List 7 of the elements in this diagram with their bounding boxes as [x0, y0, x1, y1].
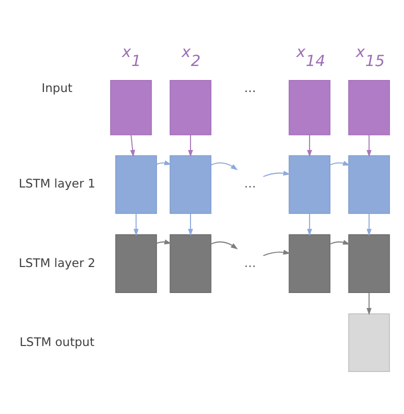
label: LSTM layer 2 [18, 255, 96, 270]
node-text: … [244, 176, 256, 190]
node-text: … [244, 255, 256, 270]
label: LSTM layer 1 [18, 176, 96, 190]
label: Input [42, 80, 72, 95]
label: LSTM output [20, 334, 94, 348]
label: … [244, 80, 256, 95]
